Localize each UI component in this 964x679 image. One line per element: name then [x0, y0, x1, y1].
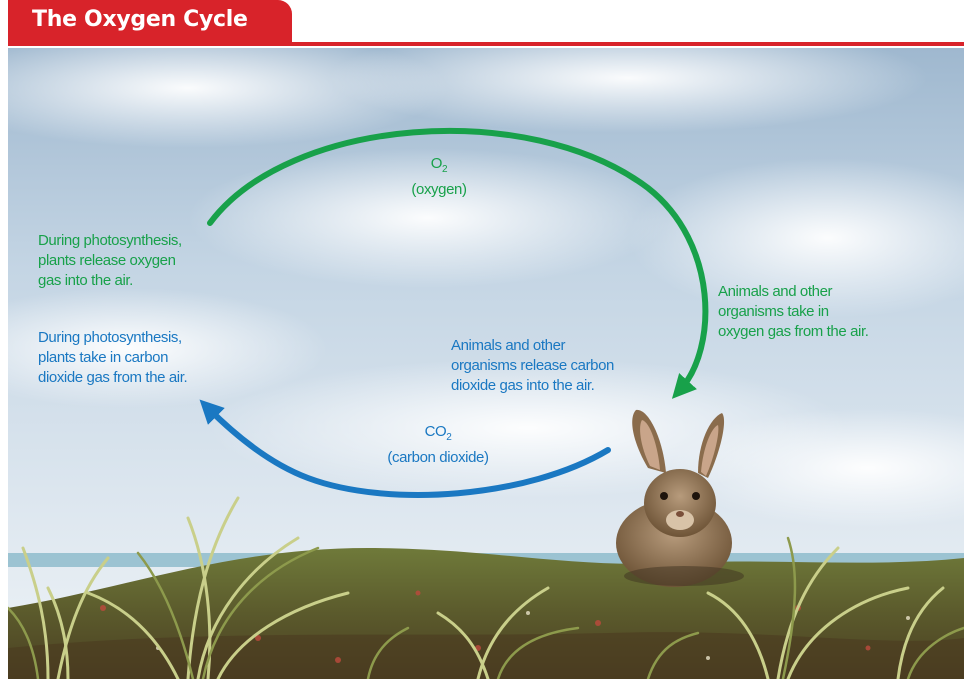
- text-line: Animals and other: [451, 336, 666, 356]
- title-tab: The Oxygen Cycle: [8, 0, 292, 44]
- plants-take-in-co2-text: During photosynthesis, plants take in ca…: [38, 328, 248, 388]
- oxygen-formula: O2: [384, 154, 494, 180]
- carbon-dioxide-name: (carbon dioxide): [358, 448, 518, 468]
- animals-take-in-oxygen-text: Animals and other organisms take in oxyg…: [718, 282, 928, 342]
- title-rule: [8, 42, 964, 46]
- oxygen-name: (oxygen): [384, 180, 494, 200]
- text-line: plants take in carbon: [38, 348, 248, 368]
- text-line: dioxide gas into the air.: [451, 376, 666, 396]
- text-line: organisms release carbon: [451, 356, 666, 376]
- text-line: During photosynthesis,: [38, 231, 238, 251]
- text-line: dioxide gas from the air.: [38, 368, 248, 388]
- carbon-dioxide-label: CO2 (carbon dioxide): [358, 422, 518, 468]
- text-line: Animals and other: [718, 282, 928, 302]
- carbon-dioxide-formula: CO2: [358, 422, 518, 448]
- animals-release-co2-text: Animals and other organisms release carb…: [451, 336, 666, 396]
- oxygen-label: O2 (oxygen): [384, 154, 494, 200]
- text-line: organisms take in: [718, 302, 928, 322]
- diagram-title: The Oxygen Cycle: [32, 7, 248, 32]
- text-line: gas into the air.: [38, 271, 238, 291]
- plants-release-oxygen-text: During photosynthesis, plants release ox…: [38, 231, 238, 291]
- text-line: oxygen gas from the air.: [718, 322, 928, 342]
- text-line: plants release oxygen: [38, 251, 238, 271]
- text-line: During photosynthesis,: [38, 328, 248, 348]
- illustration-scene: O2 (oxygen) CO2 (carbon dioxide) During …: [8, 48, 964, 679]
